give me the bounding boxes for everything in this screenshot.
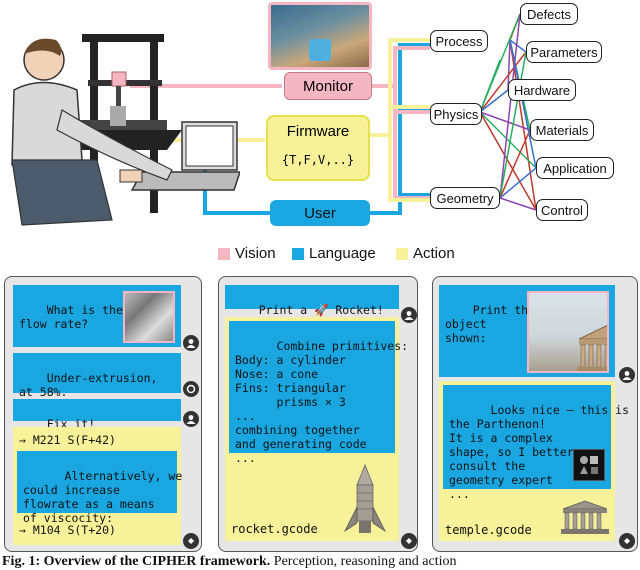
rocket-plan-bubble: Combine primitives: Body: a cylinder Nos… [229,321,408,465]
rocket-model-image [343,463,387,533]
assistant-logo-icon [183,381,199,397]
expert-control: Control [536,199,588,221]
user-avatar-icon-4 [619,367,635,383]
firmware-node: Firmware {T,F,V,..} [266,115,370,181]
user-label: User [304,204,336,222]
alternative-text: Alternatively, we could increase flowrat… [23,469,183,525]
parthenon-image [527,291,609,373]
category-physics-label: Physics [433,106,479,122]
temple-action-block: Looks nice – this is the Parthenon! It i… [439,381,629,541]
user-question-text: What is the flow rate? [19,303,123,331]
monitor-camera-image [268,2,372,70]
gcode-command-1: → M221 S(F+42) [19,433,116,447]
expert-materials-label: Materials [535,122,589,138]
geometry-expert-icon [573,449,605,481]
rocket-action-block: Combine primitives: Body: a cylinder Nos… [225,317,408,541]
parthenon-answer-bubble: Looks nice – this is the Parthenon! It i… [443,385,629,501]
firmware-params: {T,F,V,..} [281,153,355,167]
monitor-label: Monitor [302,77,354,95]
rocket-plan-text: Combine primitives: Body: a cylinder Nos… [235,339,409,465]
parthenon-answer-text: Looks nice – this is the Parthenon! It i… [449,403,630,501]
monitor-node: Monitor [284,72,372,100]
firmware-label: Firmware [286,123,350,140]
action-logo-icon-2 [401,533,417,549]
category-process: Process [430,30,488,52]
chat-panel-3: Print the object shown: Looks nice – thi… [432,276,638,552]
expert-parameters-label: Parameters [530,44,598,60]
action-logo-icon [183,533,199,549]
legend-action-swatch [396,247,408,260]
object-prompt-bubble: Print the object shown: [439,285,615,377]
action-logo-icon-3 [619,533,635,549]
gcode-command-2: → M104 S(T+20) [19,523,116,537]
action-block-1: → M221 S(F+42) Alternatively, we could i… [13,427,182,545]
legend-vision-label: Vision [235,245,276,262]
category-geometry-label: Geometry [436,190,494,206]
legend-action-label: Action [413,245,455,262]
user-fix-bubble: Fix it! [13,399,181,431]
category-process-label: Process [435,33,483,49]
expert-parameters: Parameters [526,41,602,63]
chat-panel-1: What is the flow rate? Under-extrusion, … [4,276,202,552]
rocket-gcode-file: rocket.gcode [231,522,318,536]
expert-application: Application [536,157,614,179]
alternative-bubble: Alternatively, we could increase flowrat… [17,451,182,525]
figure-caption-title: Fig. 1: Overview of the CIPHER framework… [2,554,271,569]
legend-action: Action [396,245,455,262]
connection-lines [130,13,537,215]
user-question-bubble: What is the flow rate? [13,285,181,347]
figure-caption-text: Perception, reasoning and action [273,554,457,569]
expert-materials: Materials [530,119,594,141]
category-physics: Physics [430,103,482,125]
expert-defects-label: Defects [526,6,572,22]
flow-image [123,291,175,343]
expert-control-label: Control [541,202,583,218]
chat-panel-2: Print a 🚀 Rocket! Combine primitives: Bo… [218,276,418,552]
expert-hardware-label: Hardware [513,82,571,98]
legend-language-swatch [292,247,304,260]
user-node: User [270,200,370,226]
assistant-answer-text: Under-extrusion, at 58%. [19,371,158,399]
figure-caption: Fig. 1: Overview of the CIPHER framework… [2,554,457,570]
temple-model-image [561,500,609,534]
user-avatar-icon-3 [401,307,417,323]
legend-language: Language [292,245,376,262]
print-prompt-text: Print a 🚀 Rocket! [258,303,384,317]
assistant-answer-bubble: Under-extrusion, at 58%. [13,353,181,399]
expert-application-label: Application [543,160,607,176]
print-prompt-bubble: Print a 🚀 Rocket! [225,285,399,317]
expert-hardware: Hardware [508,79,576,101]
legend-vision-swatch [218,247,230,260]
object-prompt-text: Print the object shown: [445,303,536,345]
expert-defects: Defects [520,3,578,25]
temple-gcode-file: temple.gcode [445,523,532,537]
user-avatar-icon [183,335,199,351]
user-printer-illustration [11,34,240,226]
category-geometry: Geometry [430,187,500,209]
legend-language-label: Language [309,245,376,262]
legend-vision: Vision [218,245,276,262]
user-avatar-icon-2 [183,411,199,427]
